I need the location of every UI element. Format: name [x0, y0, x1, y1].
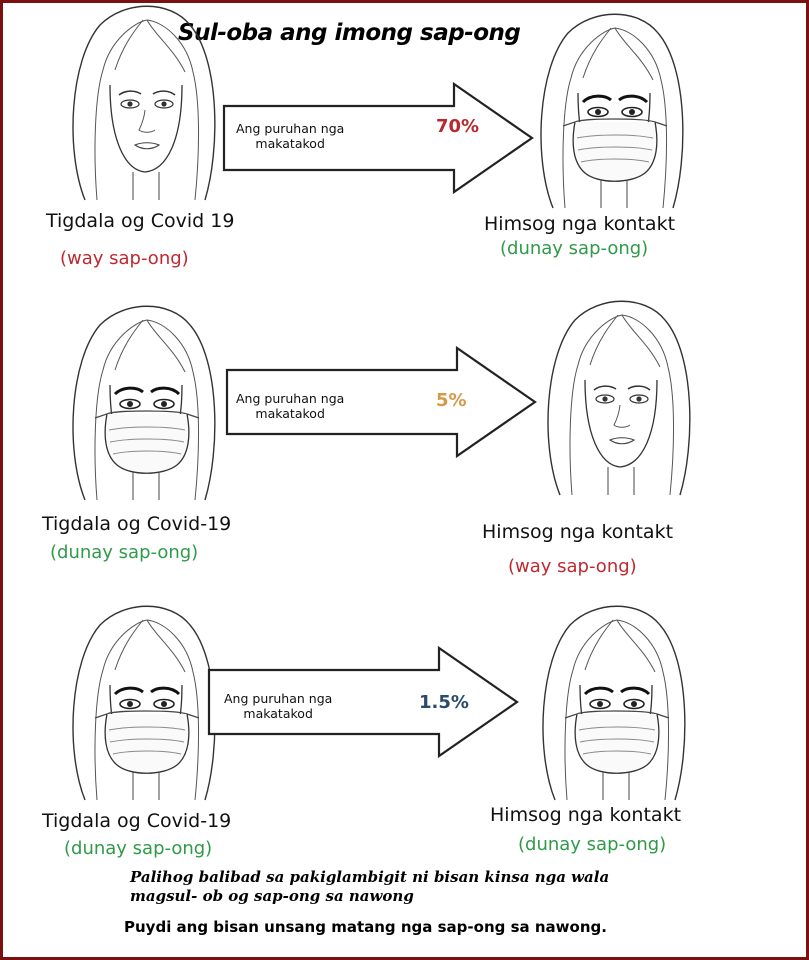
- contact-face-mask: [539, 12, 685, 210]
- carrier-mask-status: (dunay sap-ong): [50, 542, 199, 563]
- footer-advice-line2: magsul- ob og sap-ong sa nawong: [130, 887, 414, 905]
- carrier-label: Tigdala og Covid-19: [42, 810, 232, 832]
- arrow-caption: Ang puruhan nga makatakod: [236, 121, 344, 151]
- arrow-caption: Ang puruhan nga makatakod: [224, 691, 332, 721]
- contact-mask-status: (way sap-ong): [508, 556, 637, 577]
- footer-advice-line1: Palihog balibad sa pakiglambigit ni bisa…: [130, 868, 610, 886]
- carrier-mask-status: (dunay sap-ong): [64, 838, 213, 859]
- transmission-percent: 5%: [436, 390, 467, 411]
- contact-mask-status: (dunay sap-ong): [500, 238, 649, 259]
- transmission-percent: 70%: [436, 116, 480, 137]
- arrow-caption-line2: makatakod: [255, 136, 325, 151]
- arrow-caption-line2: makatakod: [255, 406, 325, 421]
- carrier-face-no-mask: [72, 5, 216, 201]
- arrow-caption: Ang puruhan nga makatakod: [236, 391, 344, 421]
- carrier-face-mask: [71, 304, 217, 502]
- transmission-percent: 1.5%: [419, 692, 469, 713]
- contact-face-mask: [541, 604, 687, 802]
- poster-title: Sul-oba ang imong sap-ong: [178, 20, 521, 46]
- arrow-caption-line1: Ang puruhan nga: [236, 121, 345, 136]
- footer-advice: Palihog balibad sa pakiglambigit ni bisa…: [130, 868, 690, 906]
- contact-label: Himsog nga kontakt: [490, 804, 682, 826]
- carrier-label: Tigdala og Covid-19: [42, 513, 232, 535]
- contact-label: Himsog nga kontakt: [482, 521, 674, 543]
- contact-label: Himsog nga kontakt: [484, 213, 676, 235]
- contact-face-no-mask: [547, 300, 691, 496]
- arrow-caption-line2: makatakod: [243, 706, 313, 721]
- arrow-caption-line1: Ang puruhan nga: [224, 691, 333, 706]
- arrow-caption-line1: Ang puruhan nga: [236, 391, 345, 406]
- footer-note: Puydi ang bisan unsang matang nga sap-on…: [124, 918, 607, 936]
- carrier-mask-status: (way sap-ong): [60, 248, 189, 269]
- contact-mask-status: (dunay sap-ong): [518, 834, 667, 855]
- carrier-label: Tigdala og Covid 19: [46, 210, 235, 232]
